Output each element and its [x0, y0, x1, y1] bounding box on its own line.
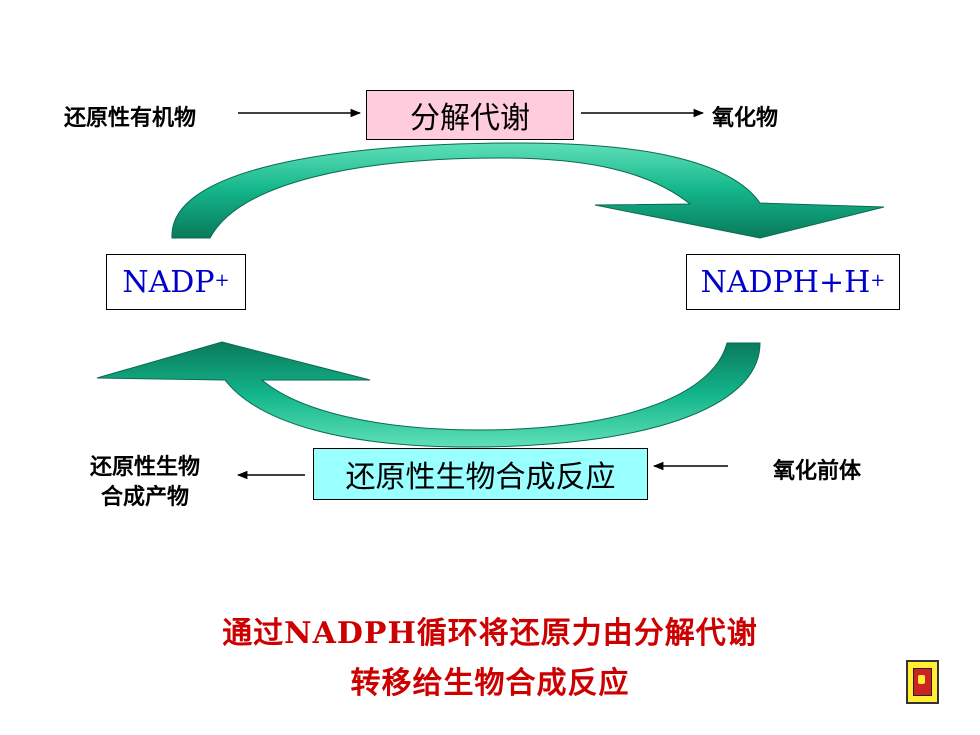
nadph-box: NADPH+H+ [686, 254, 900, 310]
nadp-superscript: + [214, 269, 230, 291]
label-oxides: 氧化物 [712, 106, 779, 131]
cycle-arrow-bottom [96, 341, 761, 448]
anabolism-box: 还原性生物合成反应 [313, 448, 648, 500]
catabolism-label: 分解代谢 [410, 101, 530, 136]
hand-pointer-icon[interactable] [906, 660, 939, 704]
nadp-label: NADP [122, 264, 215, 300]
conclusion-line-1: 通过NADPH循环将还原力由分解代谢 [222, 616, 758, 651]
anabolism-label: 还原性生物合成反应 [345, 460, 616, 495]
product-line-1: 还原性生物 [90, 455, 201, 480]
catabolism-box: 分解代谢 [366, 90, 574, 140]
cycle-arrow-top [171, 142, 885, 239]
nadph-label: NADPH+H [700, 264, 871, 300]
label-biosynthetic-products: 还原性生物 合成产物 [90, 453, 200, 513]
label-oxidized-precursor: 氧化前体 [773, 459, 862, 484]
label-reduced-organics: 还原性有机物 [64, 106, 197, 131]
conclusion-line-2: 转移给生物合成反应 [350, 666, 630, 701]
product-line-2: 合成产物 [101, 485, 190, 510]
nadph-superscript: + [870, 269, 886, 291]
nadp-box: NADP+ [106, 254, 246, 310]
